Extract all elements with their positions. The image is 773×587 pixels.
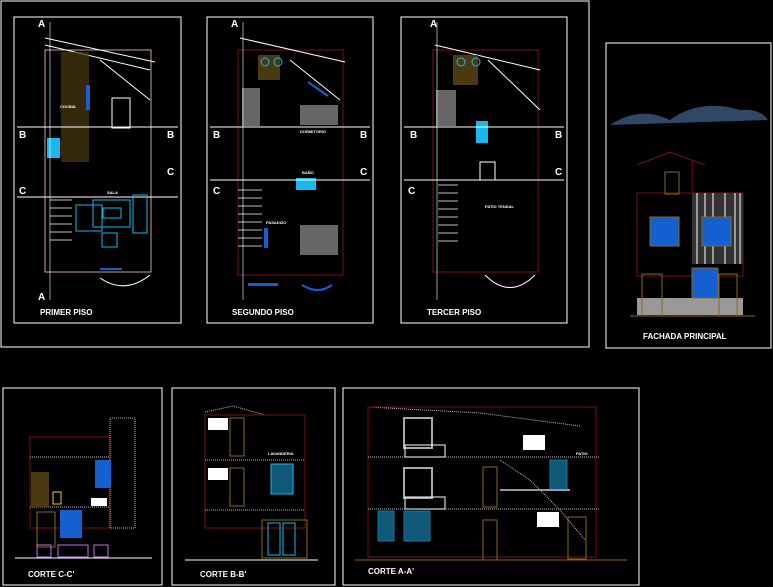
section-mark-a: A	[430, 19, 437, 30]
section-title: CORTE C-C'	[28, 570, 74, 579]
section-mark-c: C	[408, 186, 415, 197]
section-mark-b: B	[555, 130, 562, 141]
bed-icon	[300, 105, 338, 125]
section-mark-c: C	[360, 167, 367, 178]
section-mark-a: A	[38, 19, 45, 30]
section-mark-c: C	[19, 186, 26, 197]
dining-table-icon	[111, 97, 131, 129]
plan-title: PRIMER PISO	[40, 308, 92, 317]
sink-icon	[47, 138, 60, 158]
section-a-a: PATIO CORTE A-A'	[342, 387, 640, 586]
section-title: CORTE A-A'	[368, 567, 414, 576]
facade-title: FACHADA PRINCIPAL	[643, 332, 727, 341]
room-label: DORMITORIO	[300, 129, 326, 134]
facade-principal: FACHADA PRINCIPAL	[605, 42, 772, 349]
section-title: CORTE B-B'	[200, 570, 246, 579]
bed-icon	[300, 225, 338, 255]
plan-primer-piso: COCINA SALA A A B B C C PRIMER PISO	[13, 16, 182, 324]
section-mark-b: B	[410, 130, 417, 141]
plan-title: TERCER PISO	[427, 308, 481, 317]
section-mark-c: C	[167, 167, 174, 178]
room-label: PATIO TENDAL	[485, 204, 515, 209]
room-label: PASADIZO	[266, 220, 286, 225]
room-label: COCINA	[60, 104, 76, 109]
sofa-set-icon	[92, 199, 131, 228]
section-mark-b: B	[167, 130, 174, 141]
clouds-icon	[610, 105, 768, 125]
room-label: LAVANDERIA	[268, 451, 294, 456]
section-mark-b: B	[19, 130, 26, 141]
section-mark-c: C	[555, 167, 562, 178]
room-label: BAÑO	[302, 170, 314, 175]
plan-title: SEGUNDO PISO	[232, 308, 294, 317]
section-mark-a: A	[38, 292, 45, 303]
kitchen-hatch	[61, 52, 89, 162]
section-mark-b: B	[213, 130, 220, 141]
section-mark-b: B	[360, 130, 367, 141]
window-icon	[649, 216, 680, 247]
room-label: SALA	[107, 190, 118, 195]
section-mark-c: C	[213, 186, 220, 197]
room-label: PATIO	[576, 451, 588, 456]
window-icon	[701, 216, 732, 247]
section-mark-a: A	[231, 19, 238, 30]
plans-sheet-frame	[0, 0, 590, 348]
plan-tercer-piso: PATIO TENDAL A B B C C TERCER PISO	[400, 16, 568, 324]
section-c-c: CORTE C-C'	[2, 387, 163, 586]
section-b-b: LAVANDERIA CORTE B-B'	[171, 387, 336, 586]
plan-segundo-piso: DORMITORIO BAÑO PASADIZO A B B C C SEGUN…	[206, 16, 374, 324]
bed-icon	[242, 88, 260, 126]
